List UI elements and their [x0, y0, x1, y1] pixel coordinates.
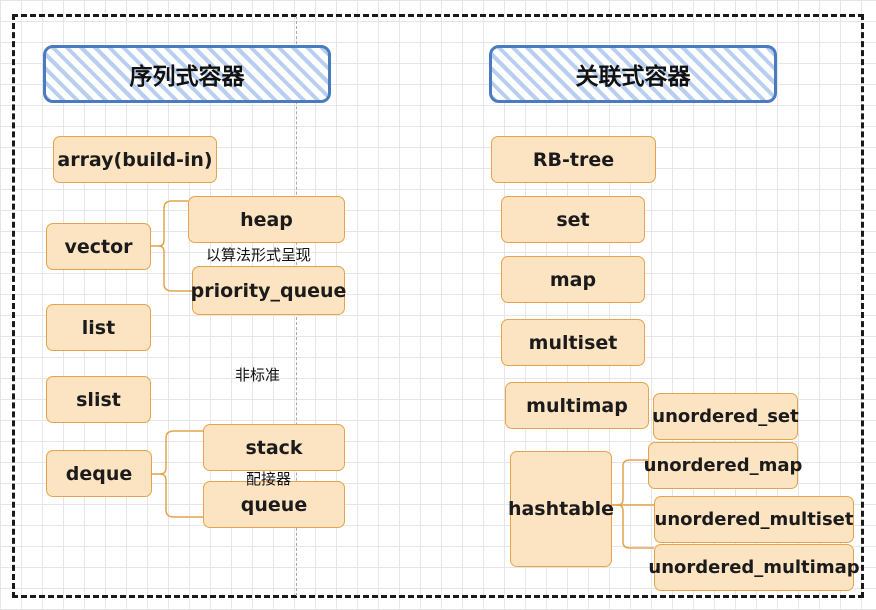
box-deque: deque [46, 450, 152, 497]
box-stack: stack [203, 424, 345, 471]
box-list: list [46, 304, 151, 351]
box-rb-tree: RB-tree [491, 136, 656, 183]
box-priority-queue: priority_queue [191, 266, 346, 315]
connector-hashtable-unordered-map [612, 459, 648, 506]
box-multimap: multimap [505, 382, 649, 429]
box-multiset: multiset [501, 319, 645, 366]
note-algorithm-form: 以算法形式呈现 [206, 246, 312, 264]
note-adapter: 配接器 [246, 470, 292, 488]
box-map: map [501, 256, 645, 303]
note-non-standard: 非标准 [235, 366, 281, 384]
box-unordered-multimap: unordered_multimap [648, 544, 860, 591]
box-unordered-multiset: unordered_multiset [654, 496, 854, 543]
connector-hashtable-unordered-multimap [617, 504, 654, 549]
associative-containers-title: 关联式容器 [575, 64, 691, 90]
connector-deque-queue [159, 473, 203, 518]
box-unordered-set: unordered_set [652, 393, 799, 440]
box-set: set [501, 196, 645, 243]
connector-vector-heap [151, 200, 188, 247]
box-slist: slist [46, 376, 151, 423]
sequential-containers-header: 序列式容器 [43, 45, 331, 103]
box-vector: vector [46, 223, 151, 270]
box-heap: heap [188, 196, 345, 243]
box-array: array(build-in) [53, 136, 217, 183]
sequential-containers-title: 序列式容器 [129, 64, 245, 90]
box-unordered-map: unordered_map [644, 442, 802, 489]
diagram-frame [12, 14, 864, 598]
connector-deque-stack [152, 430, 203, 475]
box-hashtable: hashtable [508, 451, 614, 567]
connector-vector-priority-queue [158, 245, 192, 292]
associative-containers-header: 关联式容器 [489, 45, 777, 103]
box-queue: queue [203, 481, 345, 528]
